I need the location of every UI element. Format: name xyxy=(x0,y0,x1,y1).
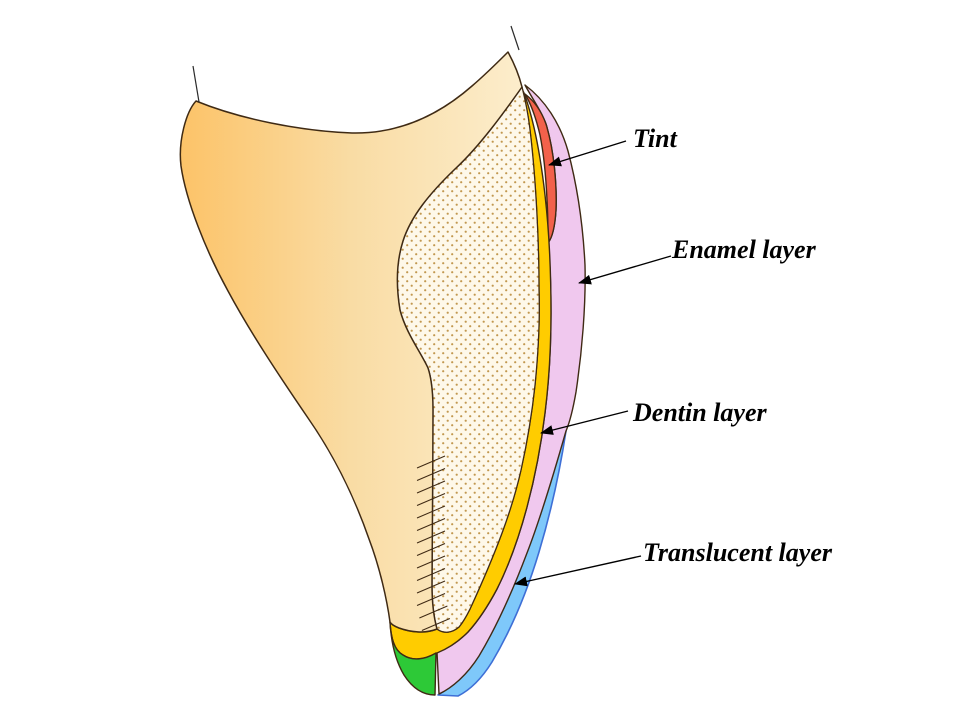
tint-label: Tint xyxy=(633,124,678,153)
enamel-arrow xyxy=(578,255,672,285)
translucent-arrow xyxy=(514,555,642,587)
enamel-label: Enamel layer xyxy=(671,235,817,264)
dentin-arrow xyxy=(540,410,629,435)
hatch-marks xyxy=(416,455,451,631)
tooth-body xyxy=(179,51,523,633)
root-axis-line-left xyxy=(192,65,200,103)
tint-arrow xyxy=(548,140,627,167)
incisal-green-tip xyxy=(389,621,437,696)
root-axis-line-right xyxy=(510,25,520,51)
translucent-label: Translucent layer xyxy=(643,538,833,567)
dentin-label: Dentin layer xyxy=(632,398,767,427)
